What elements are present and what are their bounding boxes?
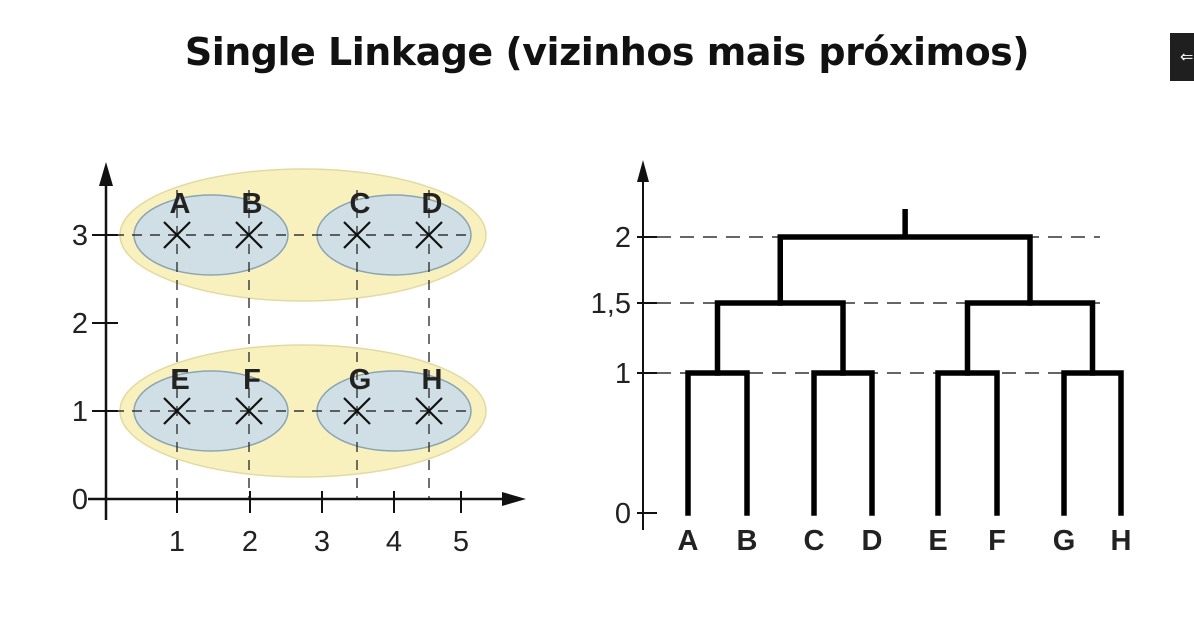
point-label: H xyxy=(422,364,443,396)
point-label: B xyxy=(242,188,263,220)
x-marker xyxy=(343,221,371,249)
leaf-label-b: B xyxy=(737,525,758,557)
leaf-label-f: F xyxy=(988,525,1006,557)
leaf-label-g: G xyxy=(1053,525,1076,557)
pair-link xyxy=(1061,370,1124,516)
x-marker xyxy=(415,397,443,425)
dendrogram-tree: A B C D E F G H xyxy=(678,209,1132,557)
leaf-label-e: E xyxy=(928,525,947,557)
root-link xyxy=(777,234,1033,306)
pair-link xyxy=(811,370,875,516)
back-arrow-icon: ⇐ xyxy=(1180,47,1194,66)
scatter-points: A B C D E F G H xyxy=(163,188,443,425)
x-marker xyxy=(163,221,191,249)
point-label: D xyxy=(422,188,443,220)
back-button[interactable]: ⇐ xyxy=(1170,33,1194,81)
dendrogram-tick-label: 1 xyxy=(615,358,631,390)
x-tick-label: 2 xyxy=(242,526,258,558)
guide-lines xyxy=(114,190,470,499)
x-marker xyxy=(343,397,371,425)
y-tick-label: 3 xyxy=(72,220,88,252)
y-tick-label: 0 xyxy=(72,484,88,516)
x-tick-label: 5 xyxy=(453,526,469,558)
data-point-a: A xyxy=(163,188,191,249)
scatter-axes: 0 1 2 3 1 2 3 4 5 xyxy=(72,162,526,558)
point-label: E xyxy=(170,364,189,396)
point-label: C xyxy=(350,188,371,220)
point-label: G xyxy=(349,364,372,396)
scatter-plot: 0 1 2 3 1 2 3 4 5 A B C D E F G H xyxy=(72,162,526,558)
quad-link xyxy=(964,300,1096,376)
y-tick-label: 2 xyxy=(72,308,88,340)
x-marker xyxy=(163,397,191,425)
y-axis-arrowhead xyxy=(99,162,113,186)
x-marker xyxy=(235,221,263,249)
x-tick-label: 4 xyxy=(386,526,402,558)
x-marker xyxy=(235,397,263,425)
leaf-label-h: H xyxy=(1111,525,1132,557)
data-point-g: G xyxy=(343,364,372,425)
leaf-label-c: C xyxy=(804,525,825,557)
slide-title: Single Linkage (vizinhos mais próximos) xyxy=(184,30,1030,74)
dendrogram: 0 1 1,5 2 A B C D E F G H xyxy=(591,160,1132,557)
leaf-label-a: A xyxy=(678,525,699,557)
dendrogram-y-axis-arrowhead xyxy=(637,160,649,182)
point-label: F xyxy=(243,364,261,396)
x-marker xyxy=(415,221,443,249)
data-point-h: H xyxy=(415,364,443,425)
x-tick-label: 3 xyxy=(314,526,330,558)
data-point-e: E xyxy=(163,364,191,425)
dendrogram-tick-label: 0 xyxy=(615,498,631,530)
x-tick-label: 1 xyxy=(169,526,185,558)
pair-link xyxy=(935,370,1000,516)
data-point-f: F xyxy=(235,364,263,425)
quad-link xyxy=(714,300,846,376)
data-point-d: D xyxy=(415,188,443,249)
y-tick-label: 1 xyxy=(72,396,88,428)
dendrogram-tick-label: 1,5 xyxy=(591,288,631,320)
leaf-label-d: D xyxy=(862,525,883,557)
pair-link xyxy=(685,370,750,516)
dendrogram-tick-label: 2 xyxy=(615,222,631,254)
data-point-b: B xyxy=(235,188,263,249)
x-axis-arrowhead xyxy=(502,492,526,506)
point-label: A xyxy=(170,188,191,220)
data-point-c: C xyxy=(343,188,371,249)
